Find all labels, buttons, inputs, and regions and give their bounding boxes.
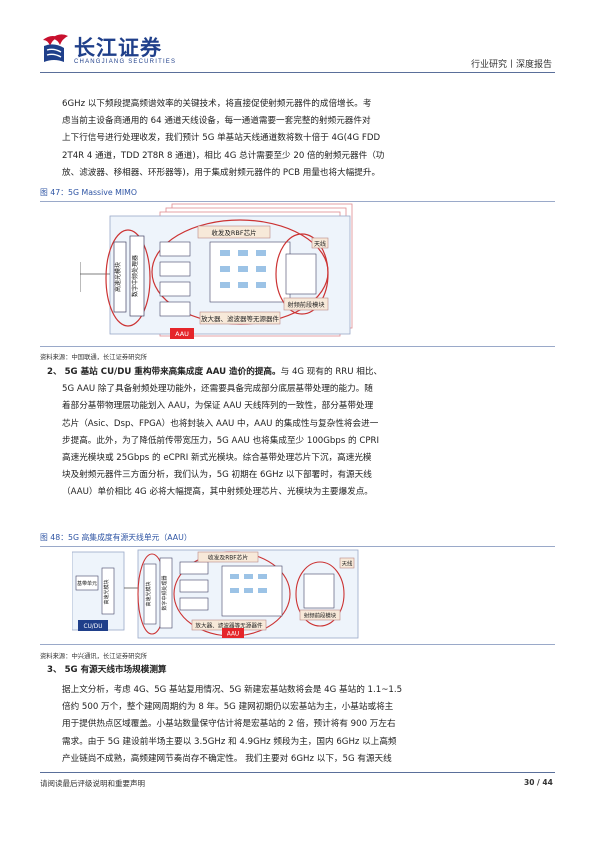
figure-48-top-rule	[40, 546, 555, 547]
section-3-line: 用于提供热点区域覆盖。小基站数量保守估计将是宏基站的 2 倍，预计将有 900 …	[62, 719, 396, 730]
section-3-line: 需求。由于 5G 建设前半场主要以 3.5GHz 和 4.9GHz 频段为主，国…	[62, 736, 397, 747]
intro-line: 6GHz 以下频段提高频谱效率的关键技术，将直接促使射频元器件的成倍增长。考	[62, 99, 372, 109]
figure-47-bottom-rule	[40, 346, 555, 347]
rf-module-label: 射频前段模块	[287, 301, 324, 309]
rf-module-label-48: 射频前段模块	[304, 612, 337, 620]
figure-48-caption: 图 48：5G 高集成度有源天线单元（AAU）	[40, 533, 192, 542]
header-divider	[40, 72, 555, 73]
section-2-heading-line: 2、 5G 基站 CU/DU 重构带来高集成度 AAU 造价的提高。与 4G 现…	[47, 364, 382, 381]
digital-if-label: 数字中频处理器	[131, 255, 139, 297]
logo-emblem-icon	[43, 34, 68, 62]
report-type: 行业研究丨深度报告	[471, 60, 553, 70]
section-3-line: 产业链尚不成熟，高频建网节奏尚存不确定性。 我们主要对 6GHz 以下，5G 有…	[62, 753, 392, 764]
section-2-line: 芯片（Asic、Dsp、FPGA）也将封装入 AAU 中，AAU 的集成性与复杂…	[62, 418, 379, 429]
section-2-line: 块及射频元器件三方面分析，我们认为，5G 初期在 6GHz 以下部署时，有源天线	[62, 470, 372, 481]
figure-48-source: 资料来源：中兴通讯，长江证券研究所	[40, 653, 148, 660]
figure-47-source: 资料来源：中国联通，长江证券研究所	[40, 354, 148, 361]
aau-label-48: AAU	[227, 632, 239, 638]
section-3-heading: 3、 5G 有源天线市场规模测算	[47, 663, 167, 675]
footer-divider	[40, 772, 555, 773]
section-2-heading: 2、 5G 基站 CU/DU 重构带来高集成度 AAU 造价的提高。	[47, 367, 281, 377]
figure-47-top-rule	[40, 201, 555, 202]
transceiver-label-48: 收发及RBF芯片	[208, 554, 249, 562]
aau-label: AAU	[175, 330, 189, 338]
figure-47-caption: 图 47：5G Massive MIMO	[40, 188, 138, 197]
section-3-paragraph: 据上文分析，考虑 4G、5G 基站复用情况、5G 新建宏基站数将会是 4G 基站…	[62, 682, 402, 768]
logo: 长江证券 CHANGJIANG SECURITIES	[40, 28, 190, 74]
section-2-line: 5G AAU 除了具备射频处理功能外，还需要具备完成部分底层基带处理的能力。随	[62, 384, 373, 395]
section-2-line: （AAU）单价相比 4G 必将大幅提高，其中射频处理芯片、光模块为主要爆发点。	[62, 487, 373, 498]
intro-paragraph: 6GHz 以下频段提高频谱效率的关键技术，将直接促使射频元器件的成倍增长。考 虑…	[62, 96, 384, 182]
footer-disclaimer: 请阅读最后评级说明和重要声明	[40, 779, 145, 788]
cudu-label: CU/DU	[84, 624, 103, 630]
optical-module-label: 高速光模块	[114, 262, 122, 292]
optical-mid-label: 高速光模块	[145, 581, 152, 606]
baseband-unit-label: 基带单元	[77, 580, 97, 587]
section-2-heading-rest: 与 4G 现有的 RRU 相比、	[280, 367, 383, 377]
antenna-label-48: 天线	[342, 560, 353, 568]
intro-line: 2T4R 4 通道，TDD 2T8R 8 通道)，相比 4G 总计需要至少 20…	[62, 150, 385, 161]
pa-module-label-48: 放大器、滤波器等无源器件	[195, 622, 263, 630]
intro-line: 虑当前主设备商通用的 64 通道天线设备，每一通道需要一套完整的射频元器件对	[62, 116, 371, 127]
figure-48-bottom-rule	[40, 644, 555, 645]
intro-line: 放、滤波器、移相器、环形器等)，用于集成射频元器件的 PCB 用量也将大幅提升。	[62, 167, 381, 178]
figure-47-diagram: 收发及RBF芯片 放大器、滤波器等无源器件 射频前段模块 天线 AAU 高速光模…	[80, 203, 353, 339]
section-3-heading-text: 3、 5G 有源天线市场规模测算	[47, 665, 167, 675]
antenna-label: 天线	[314, 240, 326, 248]
section-2-line: 高速光模块或 25Gbps 的 eCPRI 新式光模块。综合基带处理芯片下沉，高…	[62, 453, 372, 464]
section-2: 2、 5G 基站 CU/DU 重构带来高集成度 AAU 造价的提高。与 4G 现…	[47, 364, 382, 502]
figure-48-diagram: 基带单元 高速光模块 CU/DU 高速光模块 数字中频处理器 收发及RBF芯片 …	[72, 549, 359, 639]
section-2-line: 步提高。此外，为了降低前传带宽压力，5G AAU 也将集成至少 100Gbps …	[62, 435, 380, 446]
logo-chinese-name: 长江证券	[74, 36, 162, 60]
transceiver-label: 收发及RBF芯片	[211, 228, 256, 237]
page-number: 30 / 44	[524, 778, 553, 787]
section-3-line: 倍约 500 万个，整个建网周期约为 8 年。5G 建网初期仍以宏基站为主，小基…	[62, 702, 394, 713]
intro-line: 上下行信号进行处理收发，我们预计 5G 单基站天线通道数将数十倍于 4G(4G …	[62, 133, 381, 144]
section-3-line: 据上文分析，考虑 4G、5G 基站复用情况、5G 新建宏基站数将会是 4G 基站…	[62, 685, 403, 695]
section-2-line: 着部分基带物理层功能划入 AAU，为保证 AAU 天线阵列的一致性，部分基带处理	[62, 401, 374, 412]
digital-if-label-48: 数字中频处理器	[161, 575, 168, 610]
optical-left-label: 高速光模块	[103, 579, 110, 604]
pa-module-label: 放大器、滤波器等无源器件	[201, 314, 280, 323]
logo-english-name: CHANGJIANG SECURITIES	[74, 59, 177, 65]
